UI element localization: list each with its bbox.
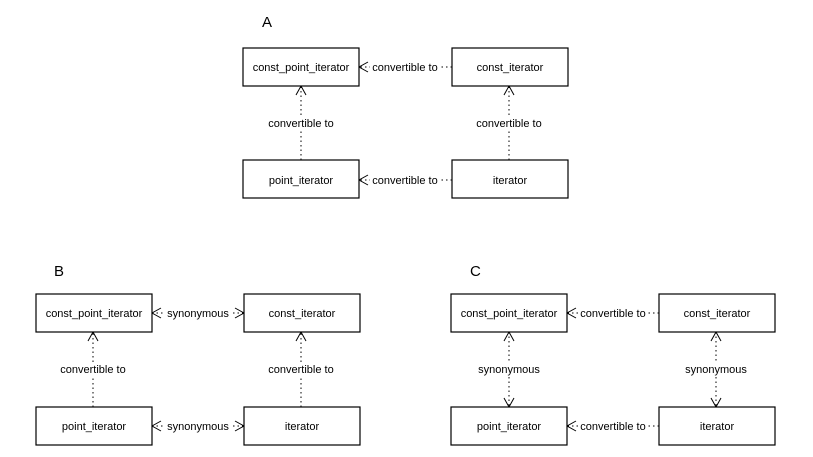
edge-a-ci-to-cpi: convertible to — [357, 60, 452, 74]
node-iterator: iterator — [451, 159, 569, 199]
node-label: const_point_iterator — [461, 308, 558, 320]
section-a-label: A — [262, 14, 272, 31]
edge-label: convertible to — [268, 364, 333, 376]
section-c: C convertible to synonymous synonymous c… — [450, 263, 776, 446]
edge-c-pi-cpi-synonymous: synonymous — [475, 330, 543, 409]
node-point-iterator: point_iterator — [450, 406, 568, 446]
edge-b-pi-to-cpi: convertible to — [58, 330, 128, 407]
node-const-iterator: const_iterator — [451, 47, 569, 87]
edge-label: synonymous — [167, 308, 229, 320]
node-label: iterator — [700, 421, 735, 433]
edge-b-ci-cpi-synonymous: synonymous — [150, 306, 246, 320]
node-iterator: iterator — [658, 406, 776, 446]
edge-label: convertible to — [60, 364, 125, 376]
section-b: B synonymous convertible to convertible … — [35, 263, 361, 446]
edge-label: convertible to — [372, 175, 437, 187]
node-label: iterator — [285, 421, 320, 433]
edge-label: synonymous — [167, 421, 229, 433]
edge-c-ci-to-cpi: convertible to — [565, 306, 659, 320]
node-const-point-iterator: const_point_iterator — [242, 47, 360, 87]
node-const-iterator: const_iterator — [658, 293, 776, 333]
edge-label: synonymous — [685, 364, 747, 376]
section-a: A convertible to convertible to converti… — [242, 14, 569, 199]
edge-a-pi-to-cpi: convertible to — [266, 84, 336, 160]
edge-b-it-to-ci: convertible to — [266, 330, 336, 407]
edge-label: synonymous — [478, 364, 540, 376]
node-const-iterator: const_iterator — [243, 293, 361, 333]
edge-label: convertible to — [580, 421, 645, 433]
section-b-label: B — [54, 263, 64, 280]
node-label: point_iterator — [62, 421, 127, 433]
edge-c-it-to-pi: convertible to — [565, 419, 659, 433]
node-point-iterator: point_iterator — [242, 159, 360, 199]
node-label: point_iterator — [269, 175, 334, 187]
node-label: const_point_iterator — [253, 62, 350, 74]
edge-label: convertible to — [372, 62, 437, 74]
edge-label: convertible to — [268, 118, 333, 130]
edge-b-it-pi-synonymous: synonymous — [150, 419, 246, 433]
node-iterator: iterator — [243, 406, 361, 446]
edge-a-it-to-pi: convertible to — [357, 173, 452, 187]
node-point-iterator: point_iterator — [35, 406, 153, 446]
node-label: const_iterator — [684, 308, 751, 320]
node-const-point-iterator: const_point_iterator — [35, 293, 153, 333]
edge-a-it-to-ci: convertible to — [474, 84, 544, 160]
node-label: const_iterator — [477, 62, 544, 74]
edge-label: convertible to — [580, 308, 645, 320]
edge-label: convertible to — [476, 118, 541, 130]
node-label: const_iterator — [269, 308, 336, 320]
node-label: iterator — [493, 175, 528, 187]
section-c-label: C — [470, 263, 481, 280]
edge-c-it-ci-synonymous: synonymous — [682, 330, 750, 409]
node-label: point_iterator — [477, 421, 542, 433]
node-label: const_point_iterator — [46, 308, 143, 320]
node-const-point-iterator: const_point_iterator — [450, 293, 568, 333]
